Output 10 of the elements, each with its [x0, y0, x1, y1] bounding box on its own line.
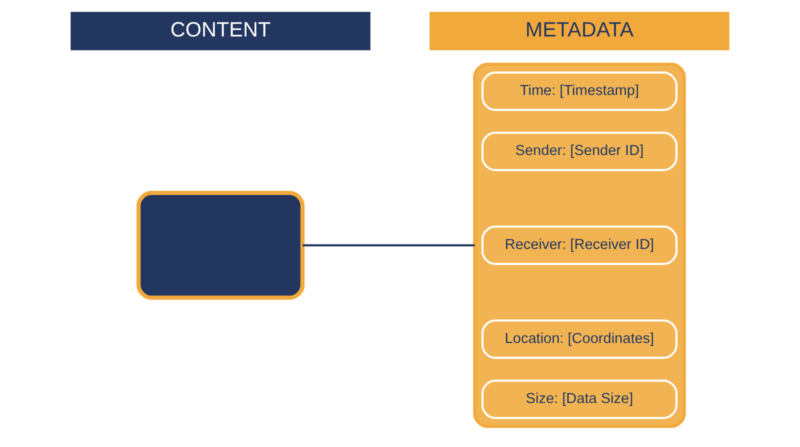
- cluster: [473, 62, 686, 428]
- node-box: Time: [Timestamp]: [481, 72, 678, 111]
- connector: [302, 244, 475, 246]
- node-box: Size: [Data Size]: [481, 380, 678, 420]
- node-box: METADATA: [430, 12, 730, 50]
- node-box: Location: [Coordinates]: [481, 319, 678, 359]
- node-box: Receiver: [Receiver ID]: [481, 226, 678, 265]
- node-box: Sender: [Sender ID]: [481, 132, 678, 172]
- node-box: CONTENT: [70, 12, 370, 50]
- node-envelope: [136, 190, 305, 300]
